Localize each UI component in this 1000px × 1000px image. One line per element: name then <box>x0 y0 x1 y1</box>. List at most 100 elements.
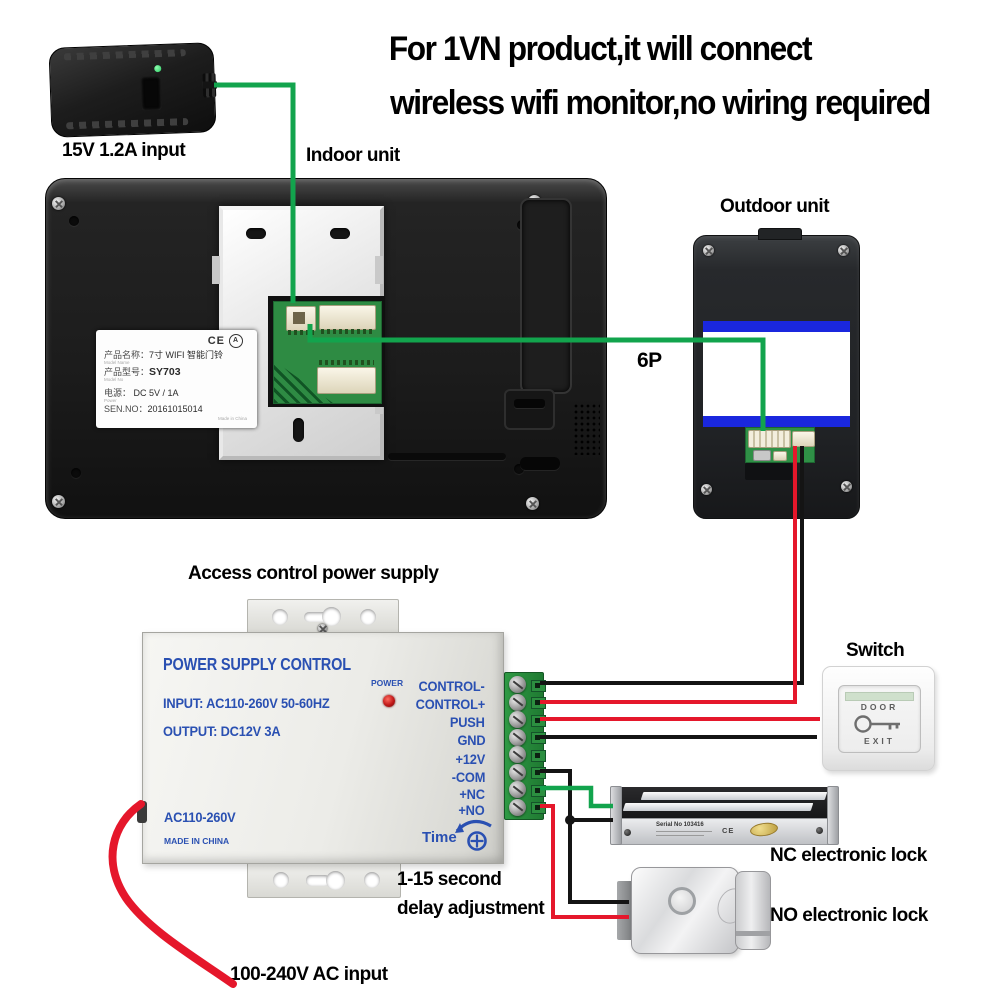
outdoor-6p-connector <box>748 430 791 448</box>
ce-mark-icon: CE <box>207 334 225 347</box>
maglock-serial: Serial No 103416 <box>656 822 704 828</box>
terminal-port <box>531 679 546 692</box>
terminal-label: GND <box>457 733 485 748</box>
indoor-monitor: CE A 产品名称：7寸 WIFI 智能门铃 Model Name 产品型号：SY… <box>45 178 607 519</box>
terminal-port <box>531 732 546 744</box>
terminal-port <box>531 714 546 727</box>
terminal-screw-icon <box>509 781 526 798</box>
psu-ac-rating: AC110-260V <box>164 810 236 825</box>
maglock-fineprint <box>656 835 704 836</box>
terminal-screw-icon <box>509 728 526 746</box>
mount-slot-vertical <box>293 418 304 442</box>
mount-slot <box>246 228 266 239</box>
psu-bottom-bracket <box>247 862 401 898</box>
switch-door-text: DOOR <box>860 702 899 712</box>
made-in-china: Made in China <box>217 416 247 421</box>
plate-tab <box>212 256 220 284</box>
power-led <box>383 695 395 707</box>
terminal-screw-icon <box>509 676 526 693</box>
psu-output-rating: OUTPUT: DC12V 3A <box>163 724 281 739</box>
terminal-label: +NO <box>458 803 485 818</box>
outdoor-blue-stripe <box>703 321 850 332</box>
switch-exit-text: EXIT <box>864 736 895 746</box>
pcb-window <box>268 296 385 407</box>
monitor-screw-hole <box>69 216 79 226</box>
outdoor-unit-label: Outdoor unit <box>720 196 830 217</box>
terminal-port <box>531 802 546 814</box>
no-lock-label: NO electronic lock <box>770 905 928 926</box>
outdoor-lock-connector <box>792 431 815 447</box>
product-label-sticker: CE A 产品名称：7寸 WIFI 智能门铃 Model Name 产品型号：SY… <box>96 330 257 428</box>
outdoor-top-tab <box>758 228 802 240</box>
power-adapter <box>48 42 217 138</box>
adapter-vents-bottom <box>66 118 189 130</box>
time-adjuster-icon <box>455 819 492 851</box>
terminal-screw-icon <box>509 746 526 763</box>
adapter-label: 15V 1.2A input <box>62 140 186 161</box>
pcb-bottom-connector <box>317 367 376 394</box>
maglock-plate-strip <box>622 803 814 811</box>
bracket-keyhole <box>306 875 330 886</box>
bottom-slot <box>520 457 560 470</box>
terminal-port <box>531 749 546 762</box>
bracket-keyhole <box>326 871 345 890</box>
outdoor-blue-stripe <box>703 416 850 427</box>
switch-button-panel: DOOR EXIT <box>838 685 921 753</box>
power-supply-control: POWER SUPPLY CONTROL INPUT: AC110-260V 5… <box>137 632 504 864</box>
bracket-hole <box>364 872 380 888</box>
switch-stripe <box>845 692 914 701</box>
bracket-keyhole <box>304 612 328 622</box>
delay-label-2: delay adjustment <box>397 898 545 919</box>
title-line-1: For 1VN product,it will connect <box>388 30 813 68</box>
pcb-power-connector <box>286 306 316 331</box>
maglock-ce-mark: CE <box>722 826 735 835</box>
maglock-plate-strip <box>640 792 828 800</box>
terminal-screw-icon <box>509 693 526 711</box>
outdoor-component <box>753 450 771 461</box>
maglock-screw-icon <box>624 829 631 836</box>
access-power-label: Access control power supply <box>188 563 439 584</box>
maglock-screw-icon <box>816 827 823 834</box>
psu-power-led-label: POWER <box>371 678 404 688</box>
cert-mark-icon: A <box>229 334 243 348</box>
adapter-slot <box>140 76 162 111</box>
bracket-screw-icon <box>318 624 327 633</box>
monitor-screw-icon <box>526 497 539 510</box>
switch-label: Switch <box>846 640 905 661</box>
indoor-unit-label: Indoor unit <box>306 145 400 166</box>
outdoor-screw-icon <box>701 484 712 495</box>
pcb-pins <box>321 329 374 334</box>
terminal-label: +NC <box>459 787 486 802</box>
outdoor-screw-icon <box>703 245 714 256</box>
monitor-screw-hole <box>71 468 81 478</box>
no-electric-lock <box>615 866 785 958</box>
six-p-label: 6P <box>637 349 662 372</box>
key-icon <box>854 715 900 733</box>
bracket-hole <box>272 609 288 625</box>
outdoor-component <box>773 451 787 461</box>
monitor-screw-hole <box>514 464 524 474</box>
plate-tab <box>375 256 383 284</box>
sticker-row: SEN.NO：20161015014 <box>104 404 203 414</box>
terminal-label: +12V <box>455 752 485 767</box>
sticker-row: 产品型号：SY703 Model No <box>104 366 181 382</box>
outdoor-unit <box>693 228 860 519</box>
maglock-end-cap <box>827 786 839 845</box>
sticker-row: 产品名称：7寸 WIFI 智能门铃 Model Name <box>104 350 224 365</box>
bracket-keyhole <box>322 607 341 626</box>
monitor-screw-icon <box>52 495 65 508</box>
maglock-fineprint <box>656 831 712 832</box>
lock-latch <box>735 871 771 950</box>
delay-label-1: 1-15 second <box>397 869 502 890</box>
terminal-label: CONTROL- <box>418 679 485 694</box>
bracket-hole <box>360 609 376 625</box>
cable-grommet <box>137 801 147 823</box>
terminal-port <box>531 784 546 797</box>
pcb-pins <box>288 330 314 335</box>
outdoor-white-panel <box>703 332 850 416</box>
maglock-end-cap <box>610 786 622 845</box>
outdoor-recess <box>745 463 792 480</box>
outdoor-screw-icon <box>841 481 852 492</box>
monitor-screw-icon <box>52 197 65 210</box>
